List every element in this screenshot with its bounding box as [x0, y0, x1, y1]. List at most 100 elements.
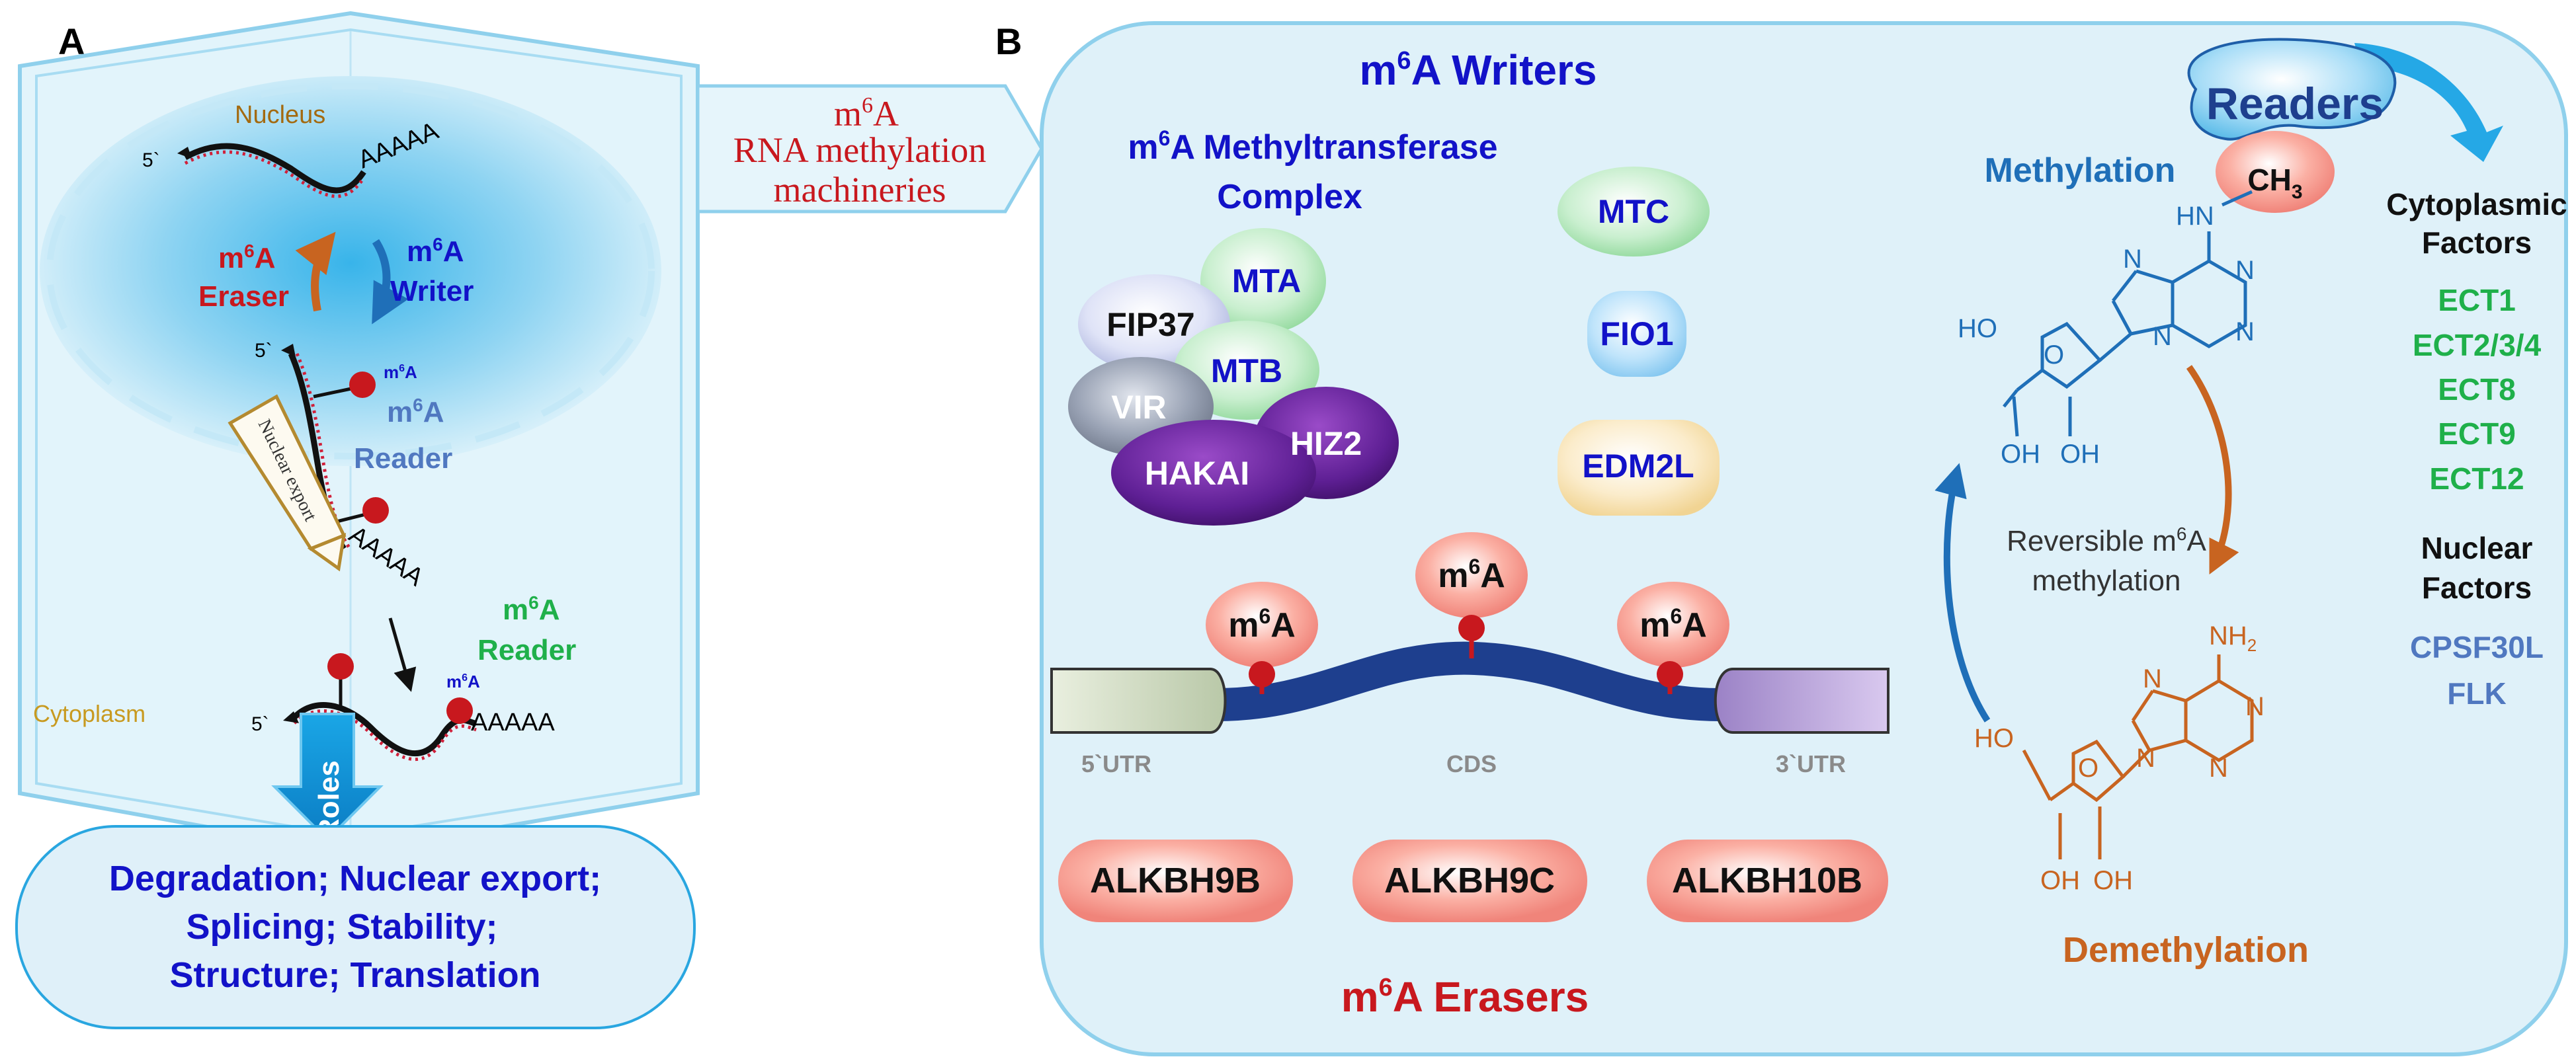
writers-title: m6A Writers — [1359, 46, 1597, 94]
readers-blob — [2187, 38, 2397, 141]
reader2-label: Reader — [478, 634, 576, 666]
cyto-factors-title-1: Cytoplasmic — [2386, 187, 2567, 221]
five-prime-3: 5` — [251, 713, 269, 735]
reader2-m6a: m6A — [503, 592, 560, 626]
readers-arrow — [2354, 43, 2503, 162]
nucleus — [40, 76, 661, 466]
eraser-alkbh9c-blob — [1352, 840, 1587, 922]
nuclear-factor-cpsf30l: CPSF30L — [2410, 630, 2544, 664]
banner-line-3: machineries — [774, 170, 946, 210]
m6a-mark-3: m6A — [446, 672, 480, 691]
utr5-label: 5`UTR — [1081, 750, 1151, 777]
cyto-factor-ect8: ECT8 — [2438, 372, 2516, 407]
m6a-site-3-label: m6A — [1640, 604, 1707, 645]
nh2-label: NH2 — [2209, 621, 2257, 655]
roles-line-3: Structure; Translation — [169, 955, 540, 995]
m6a-site-1-label: m6A — [1228, 604, 1296, 645]
subunit-vir: VIR — [1111, 389, 1166, 426]
cyto-factor-ect12: ECT12 — [2429, 461, 2524, 496]
methylation-arrow — [1934, 463, 1991, 723]
writer-mtc: MTC — [1598, 193, 1669, 230]
writer-arrow — [372, 239, 409, 325]
m6a-site-2-label: m6A — [1438, 555, 1505, 595]
reader1-m6a: m6A — [387, 395, 444, 428]
writer-fio1: FIO1 — [1600, 315, 1673, 352]
cyto-factor-ect1: ECT1 — [2438, 283, 2516, 317]
writer-edm2l: EDM2L — [1582, 448, 1694, 485]
nuclear-factors-title-2: Factors — [2422, 571, 2532, 605]
mrna-strand-2 — [281, 344, 389, 551]
n-label-d3: N — [2209, 754, 2228, 783]
roles-line-1: Degradation; Nuclear export; — [109, 859, 601, 898]
eraser-arrow — [295, 231, 336, 312]
reversible-line-1: Reversible m6A — [2007, 524, 2206, 557]
writer-m6a: m6A — [407, 234, 464, 268]
roles-line-2: Splicing; Stability; — [186, 907, 497, 947]
n-label-m3: N — [2235, 317, 2255, 346]
five-prime-1: 5` — [142, 149, 160, 171]
demethylated-adenosine — [2022, 654, 2254, 859]
writer-fio1-blob — [1587, 291, 1686, 377]
panel-b-label: B — [995, 20, 1022, 62]
eraser-m6a: m6A — [218, 241, 275, 274]
nucleus-label: Nucleus — [235, 101, 325, 129]
erasers-title: m6A Erasers — [1341, 973, 1589, 1021]
oh-label-d2: OH — [2093, 866, 2133, 895]
eraser-alkbh9b-blob — [1058, 840, 1293, 922]
panel-b-container — [1040, 21, 2568, 1056]
cds-label: CDS — [1446, 750, 1497, 777]
methylation-label: Methylation — [1985, 151, 2176, 190]
subunit-mta-blob — [1200, 228, 1326, 334]
oh-label-m2: OH — [2060, 440, 2100, 469]
writer-edm2l-blob — [1558, 420, 1720, 516]
nuclear-factors-title-1: Nuclear — [2421, 531, 2533, 565]
nuclear-factor-flk: FLK — [2447, 676, 2506, 711]
poly-a-3: AAAAA — [471, 709, 555, 736]
reversible-line-2: methylation — [2032, 565, 2181, 597]
oh-label-m1: OH — [2001, 440, 2040, 469]
hn-label: HN — [2176, 202, 2214, 231]
o-label-d: O — [2078, 754, 2098, 783]
cytoplasm-label: Cytoplasm — [33, 700, 145, 727]
utr3-label: 3`UTR — [1776, 750, 1846, 777]
subunit-fip37: FIP37 — [1106, 306, 1194, 343]
nuclear-export-arrow — [228, 394, 347, 572]
m6a-site-1 — [1206, 582, 1318, 688]
n-label-m1: N — [2235, 256, 2255, 285]
cyto-factor-ect9: ECT9 — [2438, 416, 2516, 451]
subunit-hakai: HAKAI — [1145, 455, 1249, 492]
roles-box — [15, 825, 696, 1029]
m6a-site-2 — [1415, 532, 1528, 641]
demethylation-arrow — [2186, 365, 2239, 574]
banner-line-2: RNA methylation — [733, 130, 986, 170]
cyto-factor-ect234: ECT2/3/4 — [2413, 328, 2542, 362]
complex-title-2: Complex — [1217, 178, 1362, 216]
roles-arrow — [271, 713, 384, 842]
readers-title: Readers — [2206, 79, 2384, 129]
n-label-d4: N — [2136, 744, 2155, 773]
ho-label-m: HO — [1958, 314, 1997, 343]
subunit-mta: MTA — [1232, 262, 1302, 299]
demethylation-label: Demethylation — [2063, 930, 2309, 970]
o-label-m: O — [2044, 340, 2064, 370]
ch3-label: CH3 — [2247, 163, 2302, 203]
eraser-label: Eraser — [198, 280, 289, 313]
m6a-mark-2: m6A — [384, 362, 417, 382]
n-label-d1: N — [2245, 692, 2264, 721]
oh-label-d1: OH — [2040, 866, 2080, 895]
eraser-alkbh9b: ALKBH9B — [1090, 861, 1261, 900]
subunit-mtb: MTB — [1211, 352, 1282, 389]
subunit-hakai-blob — [1111, 420, 1316, 526]
methyl-group-blob — [2216, 131, 2335, 213]
writer-mtc-blob — [1558, 167, 1710, 256]
complex-title-1: m6A Methyltransferase — [1128, 126, 1497, 167]
m6a-site-3 — [1617, 582, 1729, 688]
subunit-hiz2: HIZ2 — [1290, 425, 1362, 462]
eraser-alkbh9c: ALKBH9C — [1384, 861, 1555, 900]
five-prime-2: 5` — [255, 340, 272, 362]
n-label-m2: N — [2123, 245, 2142, 274]
mrna-strand-1 — [177, 143, 366, 198]
mrna-strand-3 — [283, 653, 478, 761]
banner-line-1: m6A — [834, 93, 899, 134]
